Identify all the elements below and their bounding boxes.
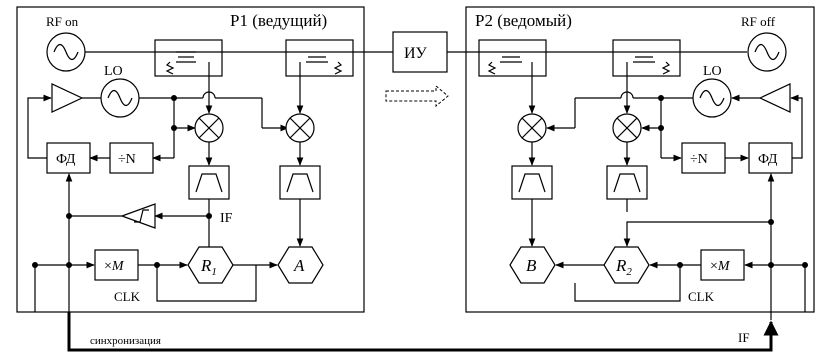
- if-bottom-label: IF: [738, 330, 750, 345]
- p1-limiter-icon: [120, 203, 156, 229]
- p2-lo-oscillator-icon: [692, 78, 732, 118]
- p2-divider-block: [681, 142, 726, 174]
- p1-rf-source-icon: [46, 32, 86, 72]
- p1-a-block: [277, 246, 324, 284]
- p1-divider-label: ÷N: [118, 152, 136, 167]
- p2-phase-detector-label: ФД: [758, 152, 778, 167]
- p2-mixer-2-icon: [612, 113, 642, 143]
- p2-multiplier-block: [700, 249, 745, 281]
- p2-bandpass-filter-2-icon: [606, 165, 648, 200]
- dashed-arrow-icon: [385, 84, 449, 108]
- p2-coupler-2-icon: [612, 39, 681, 77]
- p1-a-label: A: [293, 256, 305, 275]
- p2-b-label: B: [526, 256, 537, 275]
- p1-mixer-2-icon: [285, 113, 315, 143]
- p1-phase-detector-block: [46, 142, 91, 174]
- sync-line: [67, 312, 779, 352]
- p2-multiplier-label: ×M: [710, 259, 731, 274]
- p1-r1-label: R1: [200, 256, 217, 278]
- p1-if-label: IF: [220, 211, 233, 226]
- p2-b-block: [509, 246, 556, 284]
- p1-rf-label: RF on: [46, 14, 79, 29]
- p1-phase-detector-label: ФД: [56, 152, 76, 167]
- p1-lo-label: LO: [104, 64, 123, 79]
- p1-bandpass-filter-1-icon: [188, 165, 230, 200]
- iu-label: ИУ: [404, 45, 428, 62]
- p2-phase-detector-block: [748, 142, 793, 174]
- p1-frame: [16, 6, 365, 313]
- p2-title: P2 (ведомый): [475, 11, 572, 30]
- p1-multiplier-block: [94, 249, 139, 281]
- p1-amplifier-icon: [51, 83, 84, 113]
- p2-bandpass-filter-1-icon: [511, 165, 553, 200]
- p1-mixer-1-icon: [194, 113, 224, 143]
- p2-rf-source-icon: [747, 32, 787, 72]
- p2-frame: [465, 6, 815, 313]
- p2-divider-label: ÷N: [690, 152, 708, 167]
- p1-title: P1 (ведущий): [230, 11, 327, 30]
- p2-mixer-1-icon: [517, 113, 547, 143]
- iu-block: [392, 31, 448, 73]
- p1-multiplier-label: ×M: [104, 259, 125, 274]
- p1-clk-label: CLK: [114, 289, 141, 304]
- p2-r2-label: R2: [615, 256, 632, 278]
- sync-label: синхронизация: [90, 335, 161, 347]
- p1-coupler-2-icon: [285, 39, 354, 77]
- p2-rf-label: RF off: [741, 14, 776, 29]
- p2-amplifier-icon: [758, 83, 791, 113]
- p2-lo-label: LO: [703, 64, 722, 79]
- p2-coupler-1-icon: [478, 39, 547, 77]
- p1-lo-oscillator-icon: [100, 78, 140, 118]
- p2-r2-block: [603, 246, 650, 284]
- p2-clk-label: CLK: [688, 289, 715, 304]
- p1-coupler-1-icon: [154, 39, 223, 77]
- p1-bandpass-filter-2-icon: [279, 165, 321, 200]
